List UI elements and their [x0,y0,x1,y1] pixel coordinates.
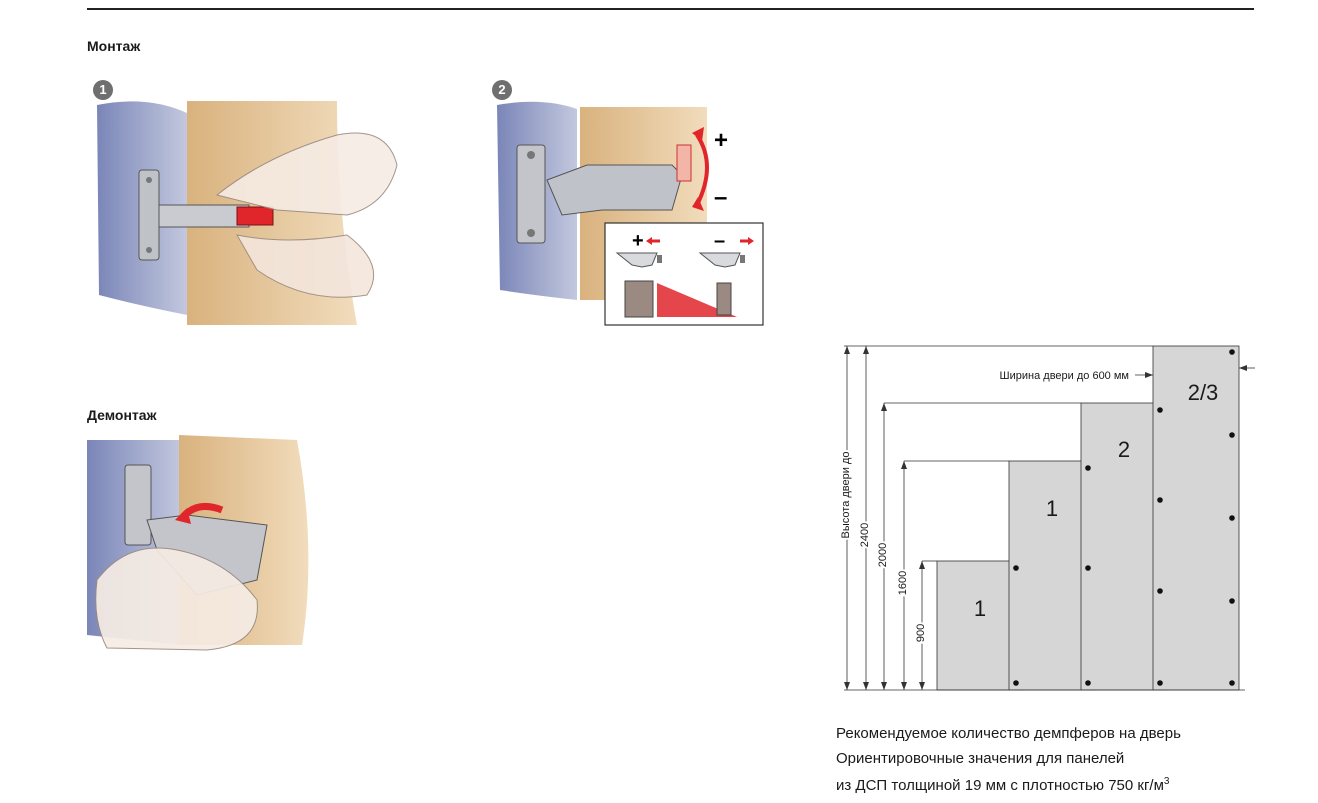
panel-label-2400: 2/3 [1188,380,1219,405]
height-label-900: 900 [915,624,927,642]
step-2-badge: 2 [492,80,512,100]
height-label-2400: 2400 [859,523,871,547]
mounting-step-2-illustration: + – + – [497,101,764,326]
rotate-arrow-icon [695,133,709,206]
height-label-2000: 2000 [877,543,889,567]
adjust-minus-sign: – [714,184,727,211]
hinge-icon [158,204,250,228]
panel-label-2000: 2 [1118,437,1130,462]
dismounting-title: Демонтаж [87,407,157,423]
top-rule [87,8,1254,10]
panel-label-1600: 1 [1046,496,1058,521]
hinge-plate-icon [138,169,160,261]
hinge-plate-icon [124,464,152,546]
hand-icon [95,547,258,651]
height-label-1600: 1600 [897,571,909,595]
hand-icon [215,132,398,216]
caption-line-1: Рекомендуемое количество демпферов на дв… [836,725,1181,742]
panel-2400 [1152,345,1240,691]
step-1-badge: 1 [93,80,113,100]
inset-minus-sign: – [714,230,725,252]
mounting-title: Монтаж [87,38,141,54]
caption-line-2: Ориентировочные значения для панелей [836,750,1125,767]
caption-superscript: 3 [1163,776,1170,787]
panel-label-900: 1 [974,596,986,621]
hand-lower-icon [236,234,375,298]
door-height-label: Высота двери до [840,452,852,539]
arrow-icon [748,237,754,245]
damper-quantity-diagram: 1 1 2 2/3 Ширина двери до 600 мм Высота … [838,345,1255,691]
adjust-plus-sign: + [714,127,728,154]
door-width-label: Ширина двери до 600 мм [1000,370,1129,382]
hinge-plate-icon [516,144,546,244]
inset-plus-sign: + [632,230,644,252]
dismounting-illustration [87,435,309,651]
hinge-icon [546,164,683,216]
mounting-step-1-illustration [97,101,398,325]
damper-red-icon [236,206,274,226]
caption-line-3: из ДСП толщиной 19 мм с плотностью 750 к… [836,771,1169,797]
caption-line-3-text: из ДСП толщиной 19 мм с плотностью 750 к… [836,777,1164,794]
arrow-icon [646,237,652,245]
